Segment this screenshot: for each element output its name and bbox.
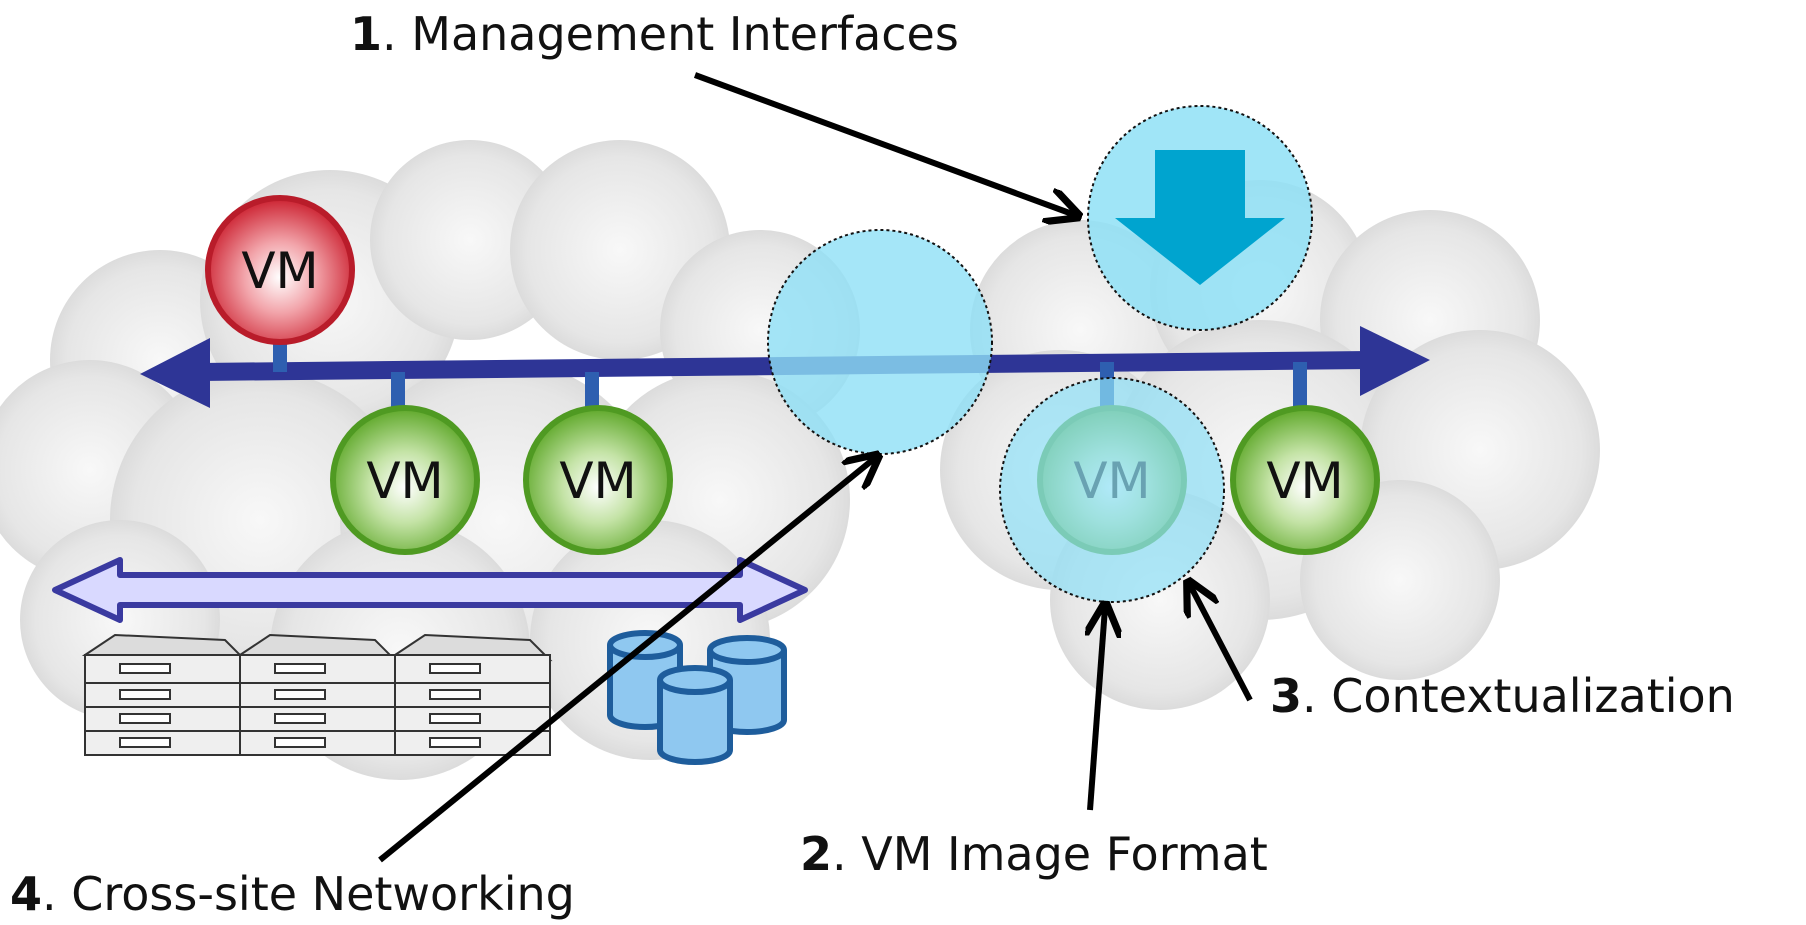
server-rack-2 xyxy=(236,633,398,756)
storage-cylinders xyxy=(607,630,787,765)
vm-label: VM xyxy=(1266,452,1343,510)
label-management-interfaces: 1. Management Interfaces xyxy=(350,7,959,61)
download-icon xyxy=(1115,150,1285,285)
datacenter-bus xyxy=(52,557,808,623)
arrow-networking xyxy=(378,458,875,863)
server-rack-3 xyxy=(391,633,553,756)
storage-cylinder-3 xyxy=(657,665,733,765)
vm-green-2: VM xyxy=(523,405,673,555)
label-vm-image-format: 2. VM Image Format xyxy=(800,827,1268,881)
arrow-management xyxy=(693,72,1075,215)
arrow-contextualization xyxy=(1190,585,1253,702)
vm-green-4: VM xyxy=(1230,405,1380,555)
pointer-arrows xyxy=(378,72,1253,863)
backbone-arrow-right xyxy=(1360,326,1430,396)
label-cross-site-networking: 4. Cross-site Networking xyxy=(10,867,575,921)
networking-highlight-circle xyxy=(767,229,993,455)
management-interface-circle xyxy=(1087,105,1313,331)
vm-image-highlight-circle xyxy=(999,377,1225,603)
arrow-image-format xyxy=(1090,608,1105,811)
vm-label: VM xyxy=(559,452,636,510)
vm-red: VM xyxy=(205,195,355,345)
vm-label: VM xyxy=(241,242,318,300)
label-contextualization: 3. Contextualization xyxy=(1270,669,1735,723)
backbone-arrow-left xyxy=(140,338,210,408)
vm-green-1: VM xyxy=(330,405,480,555)
vm-label: VM xyxy=(366,452,443,510)
server-rack-1 xyxy=(81,633,248,756)
